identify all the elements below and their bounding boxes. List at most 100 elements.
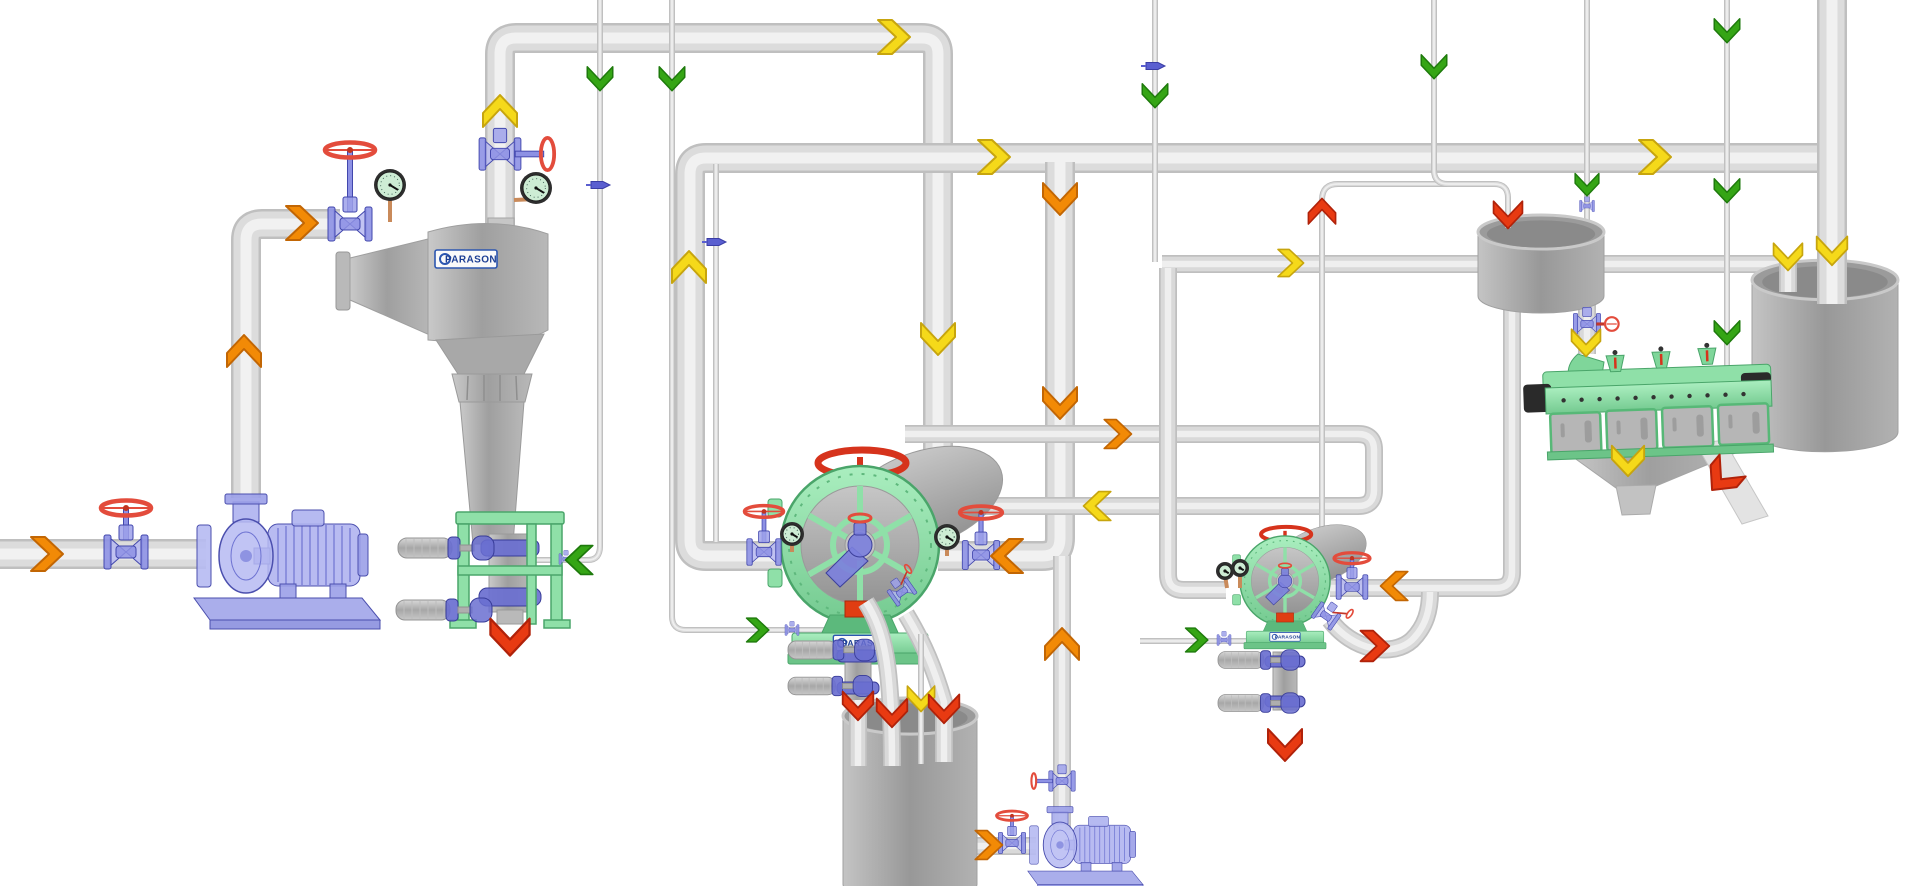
reject-pump xyxy=(1027,806,1144,886)
pipe-cleaner-accept-loop xyxy=(485,23,953,468)
trap-actuator-cleaner-lower xyxy=(395,597,493,623)
flow-arrow-orange-right xyxy=(1103,418,1133,450)
flow-arrow-green-down xyxy=(658,66,686,92)
pressure-gauge-cleaner-accept xyxy=(513,172,552,204)
pressure-gauge-separator-left xyxy=(780,522,804,552)
flow-arrow-orange-up xyxy=(1044,627,1080,661)
flow-arrow-green-down xyxy=(586,66,614,92)
flow-arrow-orange-right xyxy=(285,205,319,241)
trap-collar-lower xyxy=(478,587,542,607)
flow-arrow-yellow-down xyxy=(920,322,956,356)
cleaner-shoulder xyxy=(435,333,545,375)
flow-arrow-green-left xyxy=(564,544,594,576)
flow-arrows-layer xyxy=(30,18,1849,861)
pipes-front-layer xyxy=(849,206,1847,767)
flow-arrow-orange-down xyxy=(1042,386,1078,420)
trap-actuator-separator-upper xyxy=(787,638,875,662)
flow-arrow-yellow-up xyxy=(482,94,518,128)
gate-valve-separator-right xyxy=(957,504,1005,570)
tank-head-tank xyxy=(1476,213,1606,314)
valves-layer xyxy=(98,127,1620,854)
flow-arrow-yellow-up xyxy=(671,250,707,284)
inline-sensor-3 xyxy=(1141,62,1167,70)
inline-valve-separator-dilution xyxy=(784,621,800,636)
trap-actuator-separator2-lower xyxy=(1217,692,1301,714)
pipe-dilution-line-1 xyxy=(534,0,603,563)
pipe-pump-discharge-riser xyxy=(231,209,340,498)
cleaner-crown xyxy=(451,373,533,403)
screen-end-block-left xyxy=(1523,383,1552,413)
flow-arrow-green-down xyxy=(1713,178,1741,204)
flow-arrow-yellow-down xyxy=(1772,242,1804,272)
pressure-gauge-separator-right xyxy=(934,524,960,556)
main-stock-pump xyxy=(193,493,381,630)
sensors-layer xyxy=(586,62,1167,246)
pipe-head-tank-feed-riser xyxy=(1319,181,1511,550)
flow-arrow-red-down xyxy=(841,690,875,722)
flow-arrow-green-right xyxy=(745,617,770,643)
flow-arrow-red-up xyxy=(1307,197,1337,225)
flow-arrow-orange-down xyxy=(1042,182,1078,216)
flow-arrow-yellow-right xyxy=(1277,248,1305,278)
screen-shower-fittings xyxy=(1605,342,1717,373)
pressure-gauge-cleaner-inlet xyxy=(374,169,406,222)
gate-valve-reject-riser xyxy=(1030,764,1076,792)
pipe-loop-downcomer xyxy=(938,162,1075,571)
flow-arrow-orange-left xyxy=(990,538,1024,574)
trap-actuator-separator2-upper xyxy=(1217,649,1301,671)
flow-arrow-green-down xyxy=(1574,172,1600,197)
flow-arrow-red-down xyxy=(1267,728,1303,762)
cleaner-crown-ribs xyxy=(466,375,518,401)
flow-arrow-yellow-right xyxy=(1638,139,1672,175)
screen-panels xyxy=(1548,402,1771,455)
trap-actuator-cleaner-upper xyxy=(397,535,495,561)
cleaner-inlet-flange xyxy=(335,251,351,311)
flow-arrow-red-right xyxy=(1359,629,1391,663)
trap-actuator-separator-lower xyxy=(787,675,873,697)
reject-screen xyxy=(1523,342,1775,525)
flow-arrow-orange-right xyxy=(30,536,64,572)
flow-arrow-red-down xyxy=(489,617,531,657)
pipe-head-tank-feed-top xyxy=(1431,0,1449,187)
flow-arrow-yellow-left xyxy=(1082,490,1112,522)
angle-valve-separator-drain xyxy=(886,563,918,607)
pipe-separator-underflow-1 xyxy=(858,597,901,767)
flow-arrow-green-down xyxy=(1713,18,1741,44)
flow-arrow-orange-right xyxy=(974,829,1004,861)
gate-valve-screen-feed xyxy=(1573,306,1620,335)
gate-valve-separator-left xyxy=(742,503,786,566)
pipe-separator2-reject-s-pipe xyxy=(1322,591,1439,659)
pipe-separator-bypass-loop xyxy=(905,425,1383,515)
flow-arrow-green-down xyxy=(1713,320,1741,346)
gauges-layer xyxy=(374,169,1249,589)
flow-arrow-red-down xyxy=(927,693,961,725)
angle-valve-separator2-drain xyxy=(1310,601,1354,631)
flow-arrow-yellow-down xyxy=(1610,444,1646,478)
flow-arrow-orange-up xyxy=(226,334,262,368)
gate-valve-chest-outlet xyxy=(995,809,1029,854)
screen-bolts xyxy=(1561,391,1746,403)
screen-hopper-outlet xyxy=(1615,484,1657,516)
inline-valve-separator2-dilution xyxy=(1216,631,1232,646)
pipe-separator2-dilution-drop xyxy=(1330,268,1521,597)
screen-body-band xyxy=(1544,379,1773,415)
gate-valve-stock-inlet xyxy=(98,498,154,570)
flow-arrow-red-down xyxy=(1492,200,1524,230)
pipe-separator2-feed-drop xyxy=(1159,268,1226,599)
inline-sensor-2 xyxy=(702,238,728,246)
inline-sensor-1 xyxy=(586,181,612,189)
actuators-layer xyxy=(395,535,1301,714)
flow-arrow-yellow-right xyxy=(877,19,911,55)
flow-arrow-green-down xyxy=(1141,83,1169,109)
flow-arrow-yellow-right xyxy=(977,139,1011,175)
hd-cleaner xyxy=(335,217,571,629)
gate-valve-cleaner-accept xyxy=(478,127,557,173)
pipe-separator-recirculation-loop xyxy=(675,143,1832,571)
flow-arrow-yellow-down xyxy=(1815,235,1849,267)
flow-arrow-yellow-down xyxy=(1570,328,1602,358)
flow-arrow-red-down xyxy=(875,697,909,729)
gate-valve-separator2-right xyxy=(1332,551,1372,600)
pipe-separator-underflow-2 xyxy=(898,609,953,762)
